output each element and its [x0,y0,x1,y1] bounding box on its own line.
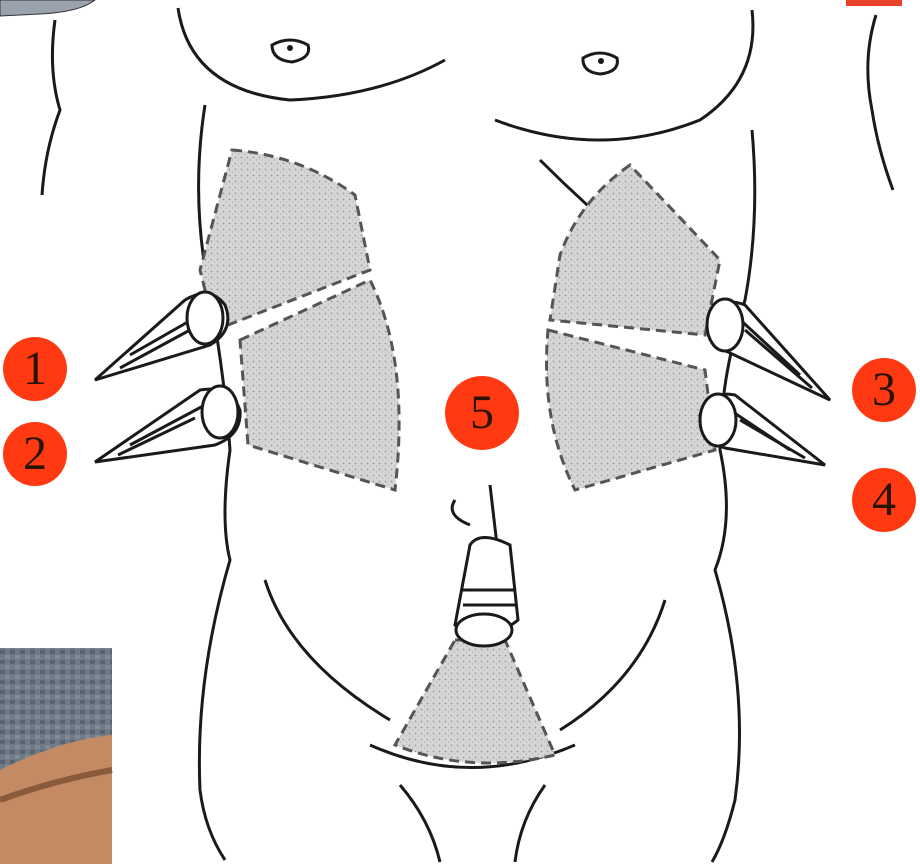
red-corner-fragment [846,0,902,6]
ultrasound-probe-icon [95,292,228,380]
scan-region-4 [547,330,715,490]
left-breast-outline [178,8,445,100]
torso-right-side [712,130,755,862]
abdomen-right-curve [560,600,665,730]
right-arm-outline [868,15,893,190]
right-breast-outline [495,10,753,140]
ultrasound-probe-icon [700,394,825,465]
photo-fragment-bottom-left [0,648,112,864]
marker-4: 4 [852,468,916,532]
left-arm-outline [42,20,60,195]
scan-region-3 [550,165,720,335]
groin-right [515,785,545,862]
groin-left [400,785,440,862]
left-nipple [272,40,309,62]
ultrasound-probe-icon [95,386,240,462]
photo-fragment-top-left [0,0,95,16]
ultrasound-probe-icon [452,485,518,646]
scan-region-5 [395,640,555,763]
abdomen-left-curve [265,580,390,720]
marker-2: 2 [3,422,67,486]
marker-3: 3 [852,358,916,422]
marker-1: 1 [3,337,67,401]
marker-5: 5 [445,376,519,450]
